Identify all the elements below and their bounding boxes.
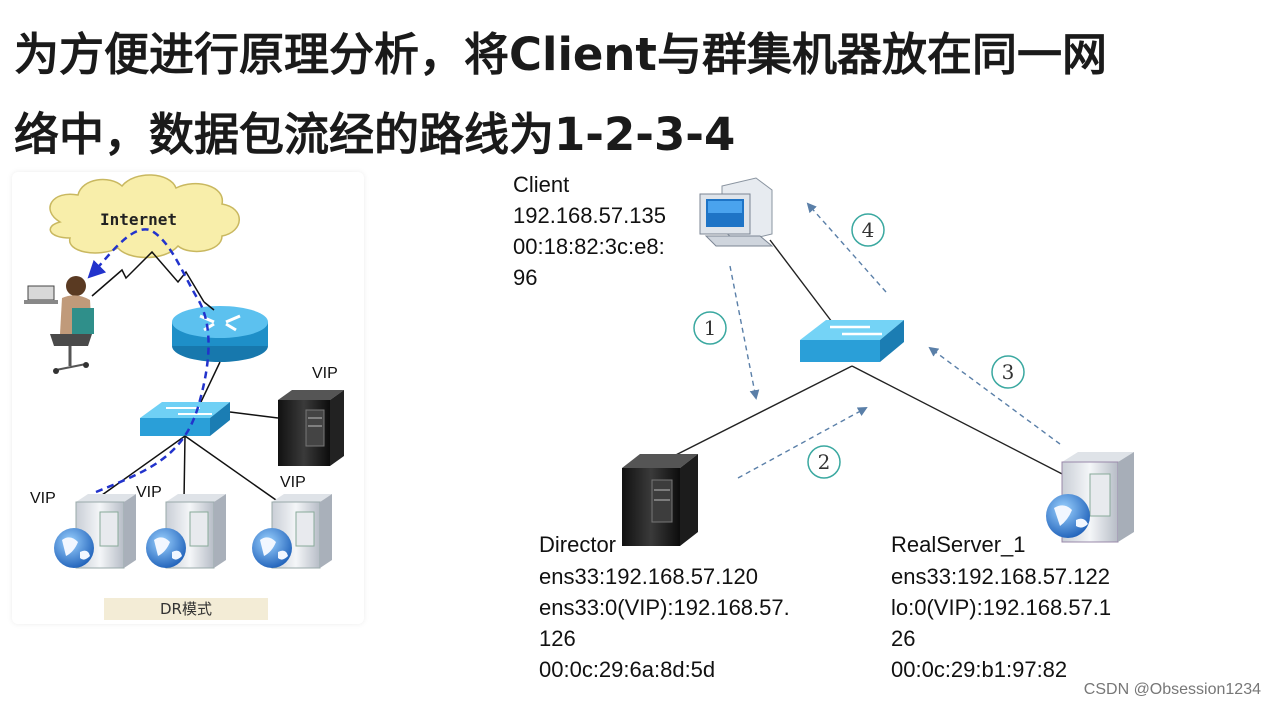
- director-server-icon: [622, 454, 698, 546]
- router-uplink: [203, 301, 215, 311]
- director-vip-line2: 126: [539, 626, 576, 651]
- step-3-circle: [991, 355, 1025, 389]
- title-line-1: 为方便进行原理分析，将Client与群集机器放在同一网: [14, 28, 1107, 81]
- dr-mode-caption: DR模式: [104, 598, 268, 620]
- step-2-number: 2: [817, 450, 831, 474]
- realserver-name: RealServer_1: [891, 532, 1026, 557]
- realserver-mac: 00:0c:29:b1:97:82: [891, 657, 1068, 682]
- client-mac-line2: 96: [513, 265, 538, 290]
- step-4-circle: [851, 213, 885, 247]
- step-1-circle: [693, 311, 727, 345]
- left-realserver-2-icon: [146, 494, 226, 569]
- vip-label-rs1: VIP: [30, 490, 56, 507]
- dr-packet-path-arrow: [87, 228, 210, 494]
- left-switch-icon: [140, 402, 230, 436]
- step-4-arrow: [806, 202, 887, 293]
- remote-user-icon: [24, 276, 94, 374]
- switch-director-link-right: [649, 365, 853, 469]
- router-switch-link: [199, 361, 221, 405]
- wan-link: [91, 250, 205, 303]
- client-ip: 192.168.57.135: [513, 203, 666, 228]
- client-pc-icon: [699, 177, 774, 247]
- left-director-server-icon: [278, 390, 344, 466]
- client-switch-link: [769, 239, 833, 323]
- left-switch-fanout: [94, 435, 277, 501]
- internet-cloud: [49, 174, 240, 259]
- left-realserver-3-icon: [252, 494, 332, 569]
- realserver-vip-line1: lo:0(VIP):192.168.57.1: [891, 595, 1112, 620]
- vip-label-rs2: VIP: [136, 484, 162, 501]
- director-vip-line1: ens33:0(VIP):192.168.57.: [539, 595, 790, 620]
- switch-realserver-link: [851, 365, 1071, 479]
- realserver-icon: [1046, 452, 1134, 543]
- step-1-number: 1: [703, 316, 717, 340]
- csdn-watermark: CSDN @Obsession1234: [1083, 681, 1261, 698]
- director-ens33: ens33:192.168.57.120: [539, 564, 758, 589]
- director-mac: 00:0c:29:6a:8d:5d: [539, 657, 716, 682]
- realserver-ens33: ens33:192.168.57.122: [891, 564, 1110, 589]
- client-mac-line1: 00:18:82:3c:e8:: [513, 234, 665, 259]
- vip-label-rs3: VIP: [280, 474, 306, 491]
- step-4-number: 4: [861, 218, 875, 242]
- realserver-vip-line2: 26: [891, 626, 916, 651]
- step-3-number: 3: [1001, 360, 1015, 384]
- vip-label-director: VIP: [312, 365, 338, 382]
- internet-label: Internet: [100, 210, 178, 229]
- switch-director-link: [229, 411, 279, 419]
- step-2-arrow: [737, 407, 868, 479]
- title-line-2: 络中，数据包流经的路线为1-2-3-4: [14, 108, 736, 161]
- step-2-circle: [807, 445, 841, 479]
- director-name: Director: [539, 532, 617, 557]
- left-realserver-1-icon: [54, 494, 136, 569]
- client-name: Client: [513, 172, 570, 197]
- step-1-arrow: [729, 265, 760, 400]
- core-switch-icon: [800, 320, 904, 362]
- router-icon: [172, 306, 268, 362]
